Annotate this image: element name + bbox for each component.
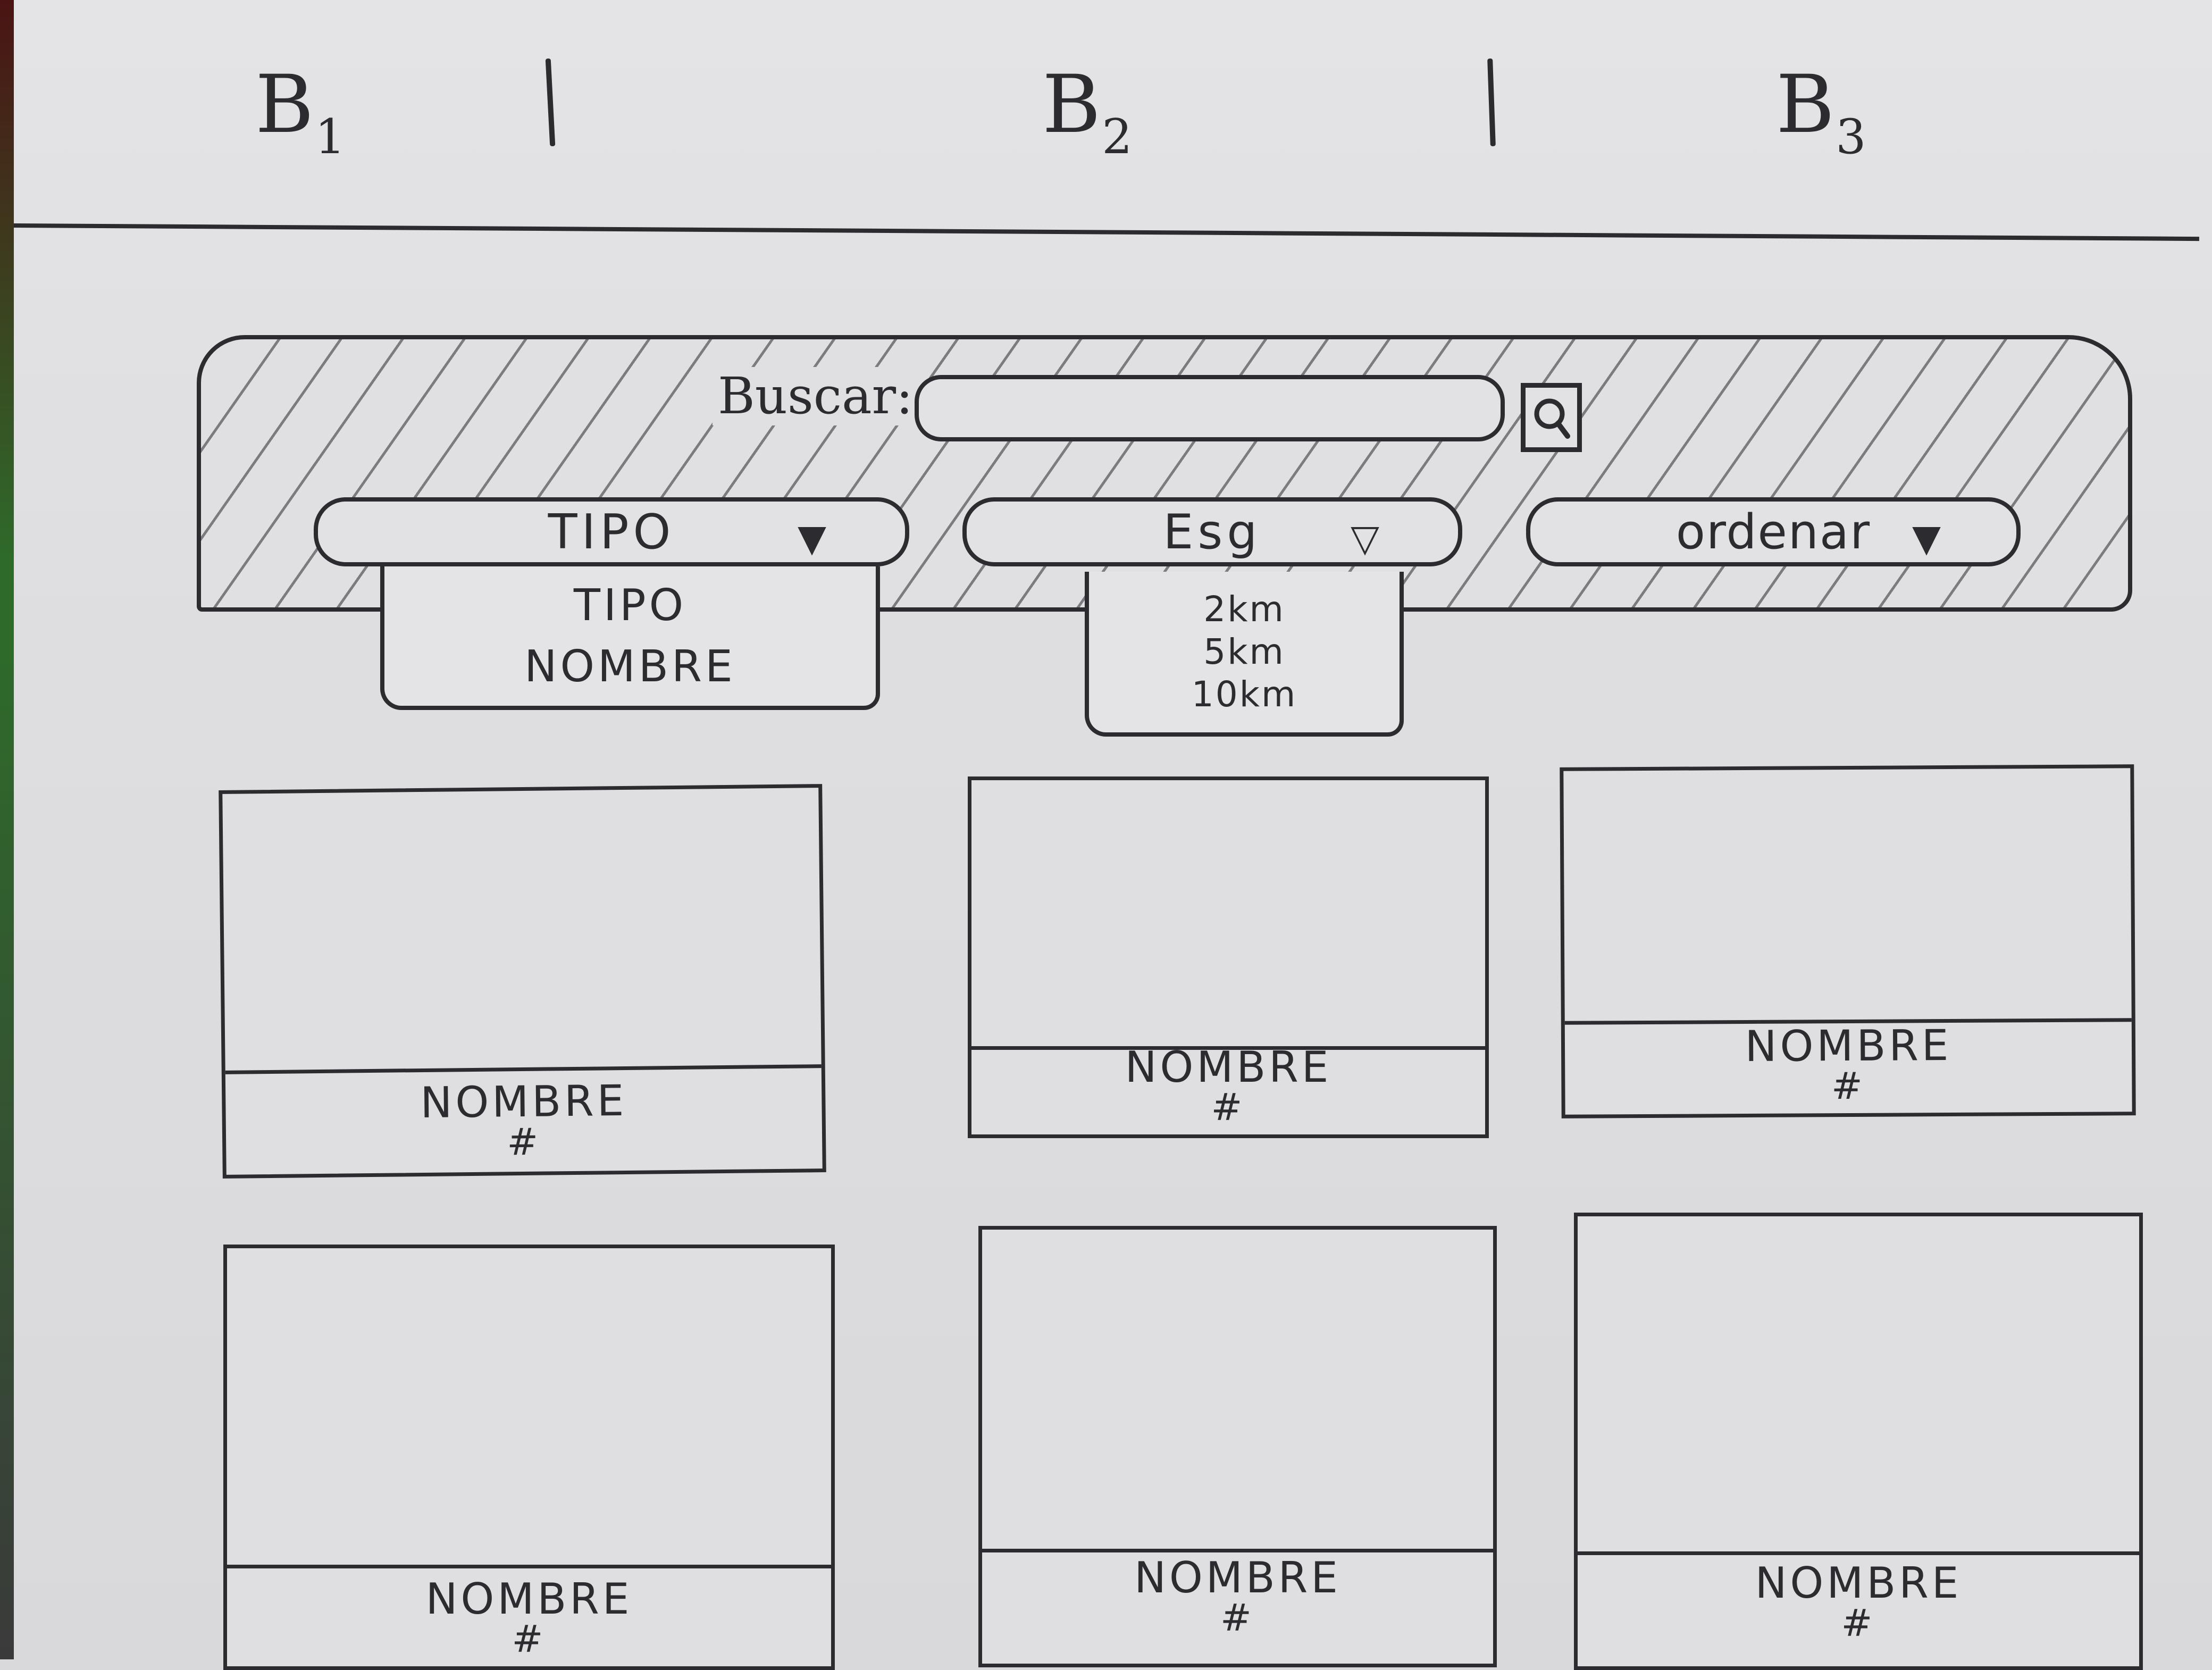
nav-item-index: 2 (1102, 109, 1134, 165)
card-number: # (512, 1617, 547, 1661)
search-label: Buscar: (713, 367, 919, 425)
card-name: NOMBRE (1134, 1553, 1341, 1602)
nav-item-letter: B (1042, 59, 1102, 151)
card-caption: NOMBRE # (1565, 1020, 2132, 1108)
card-name: NOMBRE (425, 1574, 633, 1624)
image-placeholder (971, 780, 1485, 1050)
nav-item-letter: B (255, 59, 315, 151)
image-placeholder (1578, 1216, 2139, 1555)
card-caption: NOMBRE # (982, 1557, 1493, 1640)
sort-dropdown[interactable]: ordenar ▼ (1526, 497, 2021, 566)
nav-item-b1[interactable]: B1 (255, 59, 347, 165)
card-caption: NOMBRE # (225, 1076, 823, 1164)
nav-item-b3[interactable]: B3 (1776, 59, 1867, 165)
product-card[interactable]: NOMBRE # (978, 1226, 1497, 1667)
image-placeholder (1563, 768, 2132, 1025)
nav-item-b2[interactable]: B2 (1042, 59, 1134, 165)
card-number: # (1841, 1601, 1876, 1645)
distance-option[interactable]: 10km (1191, 674, 1297, 715)
card-caption: NOMBRE # (971, 1046, 1485, 1126)
card-caption: NOMBRE # (1578, 1562, 2139, 1642)
tipo-options-list: TIPO NOMBRE (380, 566, 880, 710)
product-card[interactable]: NOMBRE # (223, 1245, 835, 1670)
image-placeholder (222, 788, 822, 1074)
card-caption: NOMBRE # (227, 1578, 831, 1658)
card-number: # (506, 1120, 542, 1164)
distance-dropdown[interactable]: Esg ▽ (962, 497, 1462, 566)
sort-dropdown-label: ordenar (1675, 504, 1871, 560)
card-name: NOMBRE (1745, 1020, 1952, 1072)
tipo-dropdown-label: TIPO (548, 504, 675, 560)
image-placeholder (227, 1248, 831, 1568)
distance-option[interactable]: 5km (1203, 631, 1285, 672)
search-icon (1534, 398, 1570, 439)
search-button[interactable] (1521, 383, 1582, 452)
caret-down-icon: ▼ (1912, 516, 1942, 560)
nav-item-index: 1 (315, 109, 347, 165)
photo-edge (0, 0, 14, 1659)
product-card[interactable]: NOMBRE # (968, 776, 1489, 1138)
product-card[interactable]: NOMBRE # (1574, 1213, 2143, 1670)
distance-dropdown-label: Esg (1163, 504, 1262, 560)
card-number: # (1220, 1596, 1255, 1640)
tipo-option[interactable]: TIPO (573, 580, 687, 631)
distance-options-list: 2km 5km 10km (1085, 572, 1404, 737)
card-name: NOMBRE (1755, 1558, 1962, 1608)
card-name: NOMBRE (1125, 1042, 1332, 1092)
search-input[interactable] (915, 375, 1505, 441)
card-number: # (1831, 1064, 1866, 1108)
image-placeholder (982, 1230, 1493, 1552)
caret-down-icon: ▼ (798, 516, 831, 560)
product-card[interactable]: NOMBRE # (219, 784, 826, 1179)
tipo-dropdown[interactable]: TIPO ▼ (314, 497, 909, 566)
nav-item-letter: B (1776, 59, 1836, 151)
nav-item-index: 3 (1836, 109, 1867, 165)
caret-down-icon: ▽ (1351, 516, 1384, 560)
distance-option[interactable]: 2km (1203, 589, 1285, 630)
product-card[interactable]: NOMBRE # (1560, 764, 2136, 1118)
tipo-option[interactable]: NOMBRE (524, 641, 736, 692)
card-number: # (1211, 1086, 1246, 1129)
